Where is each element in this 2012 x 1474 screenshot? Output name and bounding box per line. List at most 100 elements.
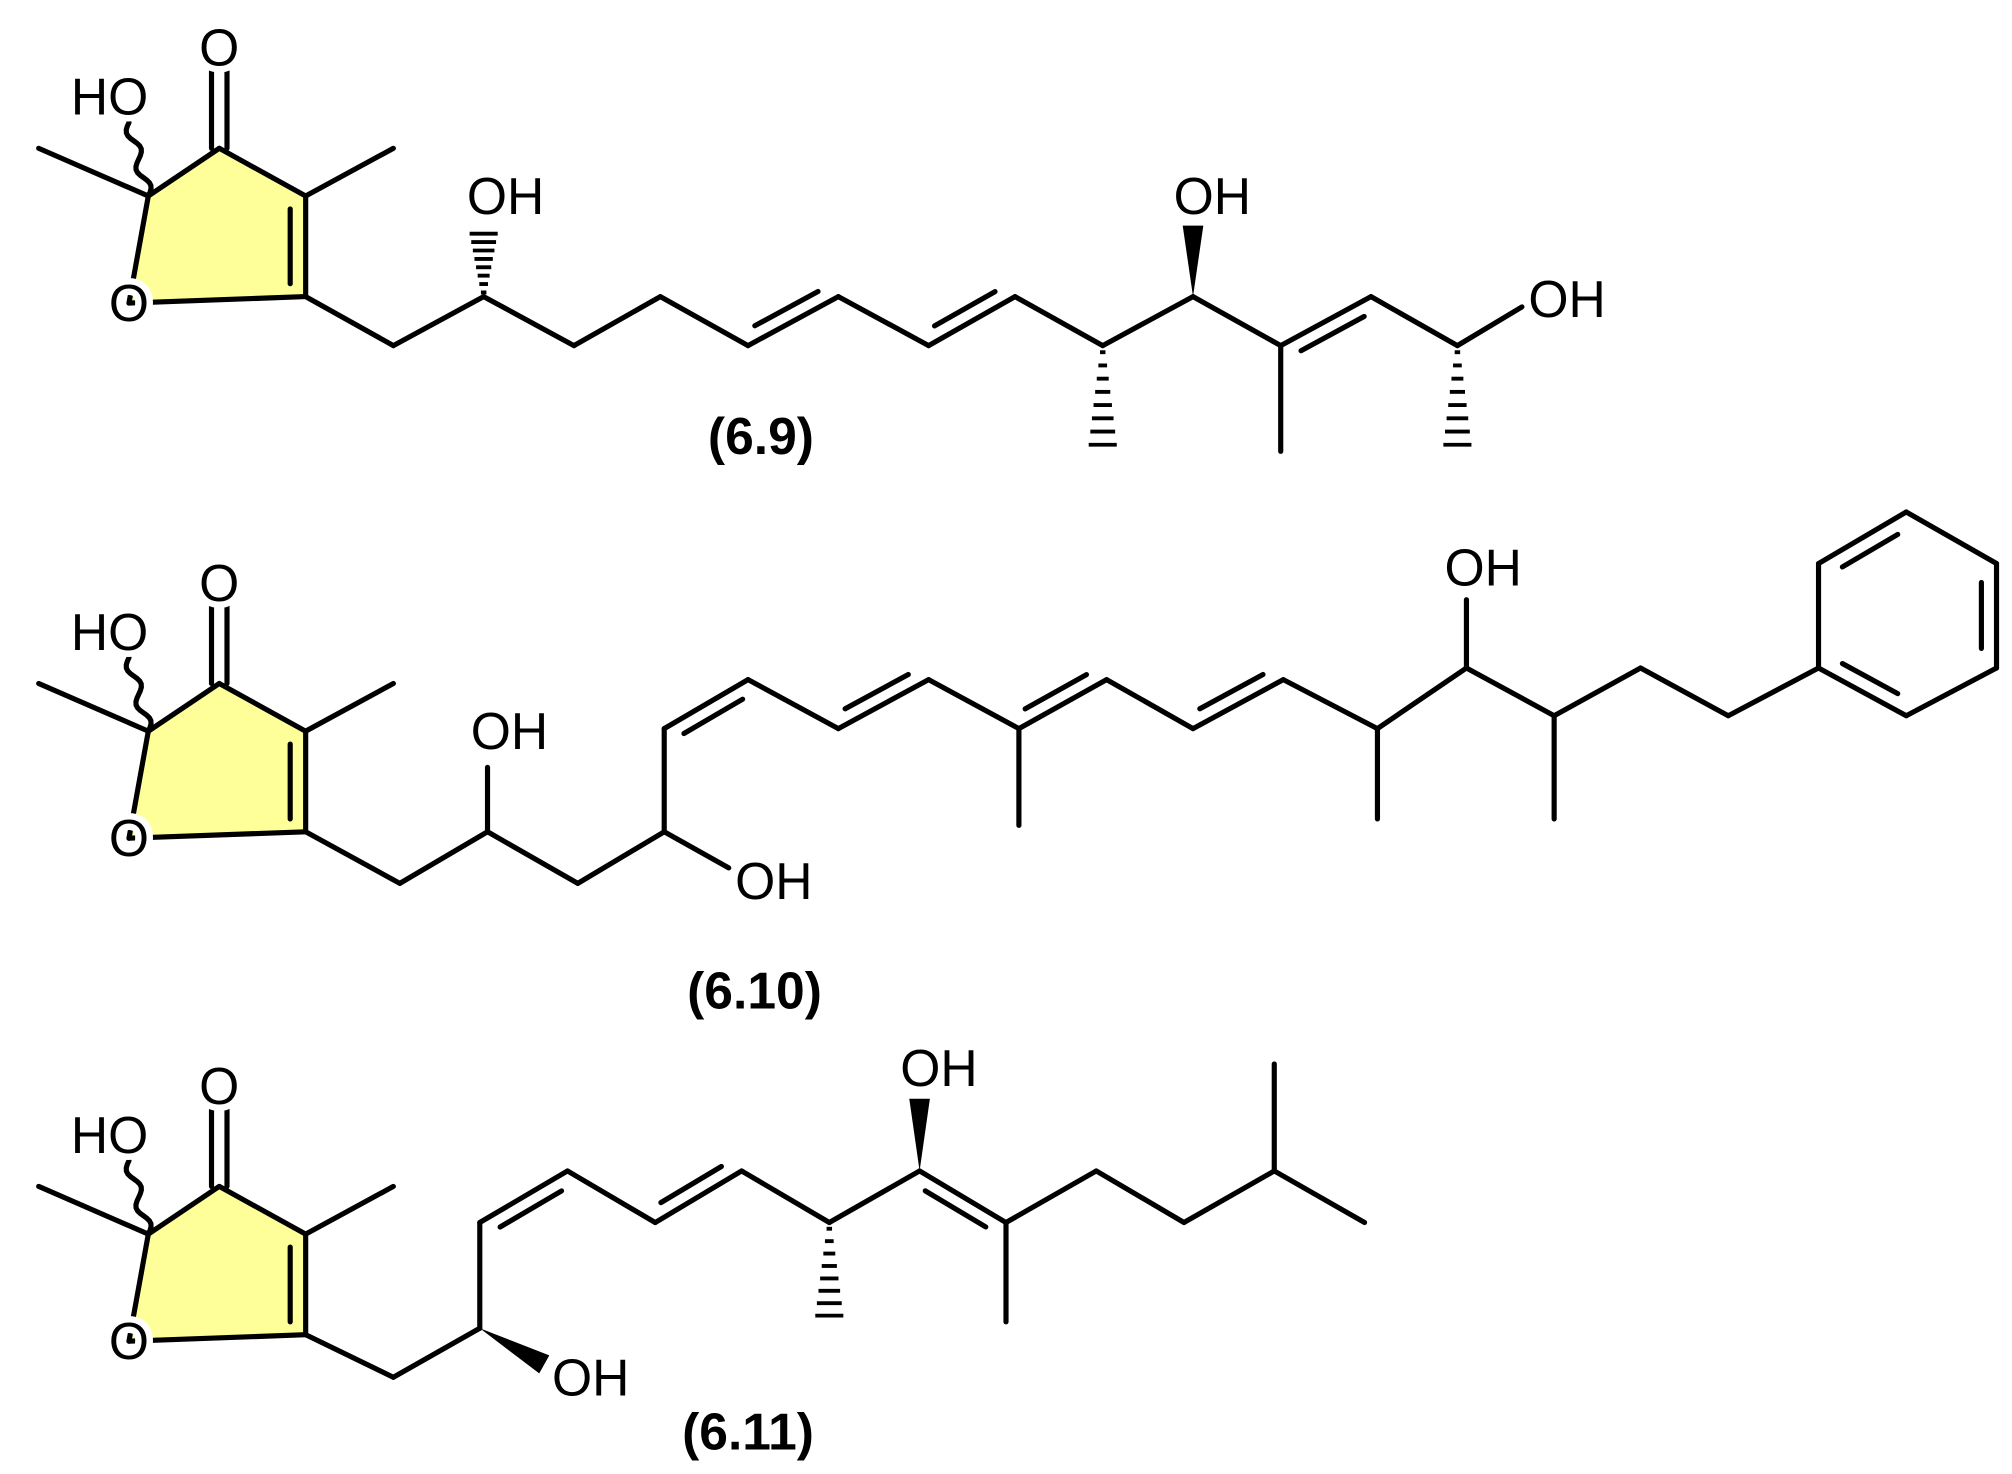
- single-bond: [661, 829, 732, 871]
- single-bond: [126, 1332, 309, 1344]
- single-bond: [1463, 665, 1557, 719]
- ketone-oxygen-label: O: [199, 19, 239, 77]
- double-bond-inner: [681, 696, 746, 737]
- single-bond: [1551, 665, 1644, 719]
- single-bond: [397, 829, 491, 886]
- compound-label-6-10: (6.10): [687, 961, 822, 1019]
- single-bond: [1181, 1168, 1277, 1226]
- double-bond-inner: [1022, 672, 1090, 712]
- furanone-ring-fill: [128, 1186, 306, 1342]
- single-bond: [145, 1183, 222, 1237]
- single-bond: [1093, 1168, 1187, 1226]
- hydroxyl-label: OH: [900, 1039, 977, 1097]
- single-bond: [1012, 294, 1106, 349]
- double-bond-inner: [658, 1163, 724, 1206]
- double-bond-inner: [922, 1188, 989, 1230]
- benzene-bond: [1903, 509, 2000, 567]
- wavy-bond: [123, 119, 154, 199]
- single-bond: [126, 294, 309, 306]
- ring-oxygen-label: O: [109, 274, 149, 332]
- single-bond: [126, 829, 309, 841]
- single-bond: [1725, 665, 1822, 719]
- single-bond: [657, 294, 751, 349]
- single-bond: [484, 829, 581, 886]
- single-bond: [745, 677, 841, 732]
- furanone-ring-fill: [128, 148, 306, 304]
- compound-label-6-11: (6.11): [682, 1402, 814, 1460]
- benzene-bond: [1815, 509, 1909, 567]
- single-bond: [926, 677, 1022, 732]
- double-bond: [1016, 677, 1110, 732]
- single-bond: [835, 294, 932, 349]
- compound-label-6-9: (6.9): [708, 407, 814, 465]
- methyl-bond: [36, 680, 151, 734]
- wedge-bond: [1182, 225, 1204, 297]
- wedge-bond: [479, 1328, 550, 1374]
- double-bond: [917, 1168, 1009, 1226]
- methyl-bond: [36, 1183, 151, 1237]
- double-bond: [1278, 294, 1374, 349]
- wavy-bond: [123, 655, 154, 734]
- single-bond: [1100, 294, 1196, 349]
- single-bond: [126, 1231, 151, 1344]
- single-bond: [1374, 665, 1470, 732]
- single-bond: [126, 193, 151, 306]
- single-bond: [1454, 304, 1525, 349]
- hydroxyl-label: HO: [71, 68, 148, 126]
- double-bond: [926, 294, 1018, 349]
- wavy-bond: [123, 1158, 154, 1237]
- single-bond: [303, 294, 396, 349]
- double-bond: [652, 1168, 745, 1226]
- double-bond-inner: [931, 289, 998, 329]
- single-bond: [216, 145, 309, 199]
- hydroxyl-label: OH: [1528, 270, 1605, 328]
- single-bond: [571, 294, 663, 349]
- single-bond: [739, 1168, 832, 1226]
- benzene-bond: [1903, 665, 2000, 719]
- benzene-double-bond-inner: [1839, 531, 1901, 570]
- benzene-double-bond-inner: [1839, 660, 1901, 697]
- hydroxyl-label: OH: [471, 702, 548, 760]
- single-bond: [826, 1168, 923, 1226]
- hydroxyl-label: OH: [1445, 538, 1522, 596]
- hydroxyl-label: HO: [71, 603, 148, 661]
- ketone-oxygen-label: O: [199, 1057, 239, 1115]
- double-bond: [1190, 677, 1286, 732]
- double-bond: [745, 294, 841, 349]
- furanone-ring-fill: [128, 683, 306, 839]
- single-bond: [126, 728, 151, 841]
- hydroxyl-label: OH: [1174, 167, 1251, 225]
- single-bond: [303, 829, 403, 886]
- double-bond: [835, 677, 932, 732]
- single-bond: [1190, 294, 1284, 349]
- single-bond: [1368, 294, 1460, 349]
- double-bond-inner: [842, 671, 911, 712]
- ring-oxygen-label: O: [109, 809, 149, 867]
- double-bond-inner: [1197, 671, 1266, 712]
- single-bond: [1271, 1168, 1368, 1226]
- hydroxyl-label: HO: [71, 1106, 148, 1164]
- methyl-bond: [303, 145, 396, 199]
- methyl-bond: [303, 1183, 396, 1237]
- double-bond-inner: [752, 288, 821, 329]
- wedge-bond: [909, 1098, 930, 1171]
- hydroxyl-label: OH: [735, 852, 812, 910]
- single-bond: [216, 680, 309, 734]
- benzene-bond: [1815, 665, 1909, 719]
- single-bond: [145, 145, 222, 199]
- single-bond: [145, 680, 222, 734]
- methyl-bond: [303, 680, 396, 734]
- single-bond: [575, 829, 667, 886]
- methyl-bond: [36, 145, 151, 199]
- single-bond: [1003, 1168, 1099, 1226]
- single-bond: [216, 1183, 309, 1237]
- hydroxyl-label: OH: [552, 1348, 629, 1406]
- double-bond: [477, 1168, 571, 1226]
- single-bond: [1280, 677, 1381, 732]
- single-bond: [1637, 665, 1731, 719]
- single-bond: [564, 1168, 658, 1226]
- single-bond: [390, 1325, 483, 1380]
- single-bond: [303, 1332, 396, 1380]
- ring-oxygen-label: O: [109, 1312, 149, 1370]
